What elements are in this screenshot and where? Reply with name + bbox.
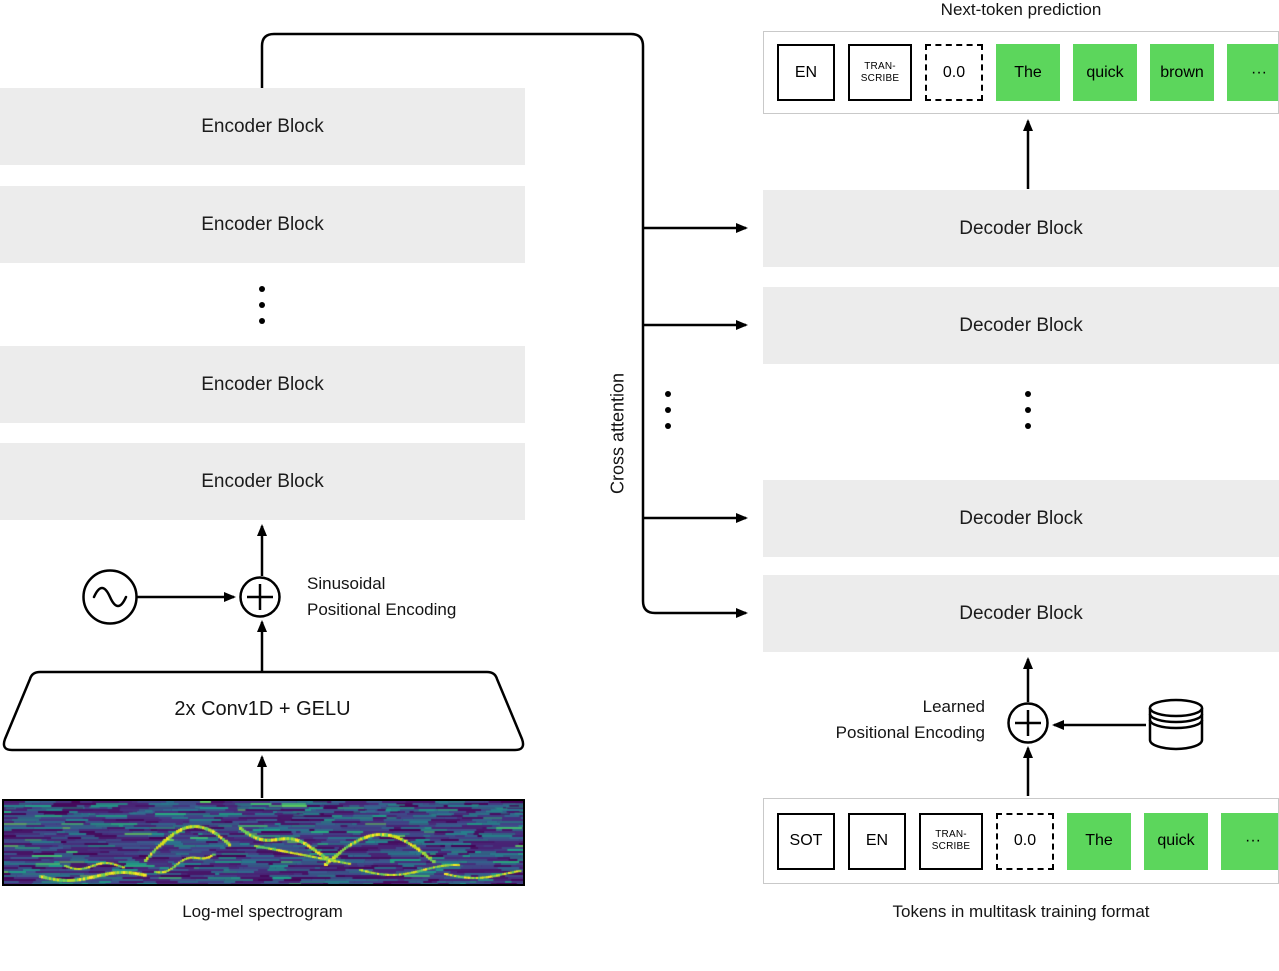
conv-trapezoid (2, 670, 525, 752)
token-word: The (996, 44, 1060, 101)
token-word: brown (1150, 44, 1214, 101)
decoder-block-label: Decoder Block (959, 602, 1083, 624)
encoder-block-label: Encoder Block (201, 373, 324, 395)
embedding-matrix-icon (1148, 698, 1204, 751)
encoder-block-4: Encoder Block (0, 443, 525, 520)
encoder-block-2: Encoder Block (0, 186, 525, 263)
token-language: EN (777, 44, 835, 101)
add-learned-pe-icon (1007, 702, 1049, 744)
token-word: quick (1073, 44, 1137, 101)
token-task-transcribe: TRAN- SCRIBE (848, 44, 912, 101)
cross-attention-label: Cross attention (607, 372, 628, 495)
decoder-block-3: Decoder Block (763, 480, 1279, 557)
decoder-block-label: Decoder Block (959, 314, 1083, 336)
cross-attention-ellipsis-dots (665, 391, 671, 429)
decoder-block-4: Decoder Block (763, 575, 1279, 652)
encoder-block-1: Encoder Block (0, 88, 525, 165)
multitask-tokens-caption: Tokens in multitask training format (892, 902, 1150, 921)
encoder-block-label: Encoder Block (201, 115, 324, 137)
encoder-block-label: Encoder Block (201, 470, 324, 492)
token-language: EN (848, 812, 906, 870)
decoder-block-label: Decoder Block (959, 217, 1083, 239)
encoder-block-3: Encoder Block (0, 346, 525, 423)
conv-gelu-label: 2x Conv1D + GELU (174, 698, 351, 720)
output-token-row: EN TRAN- SCRIBE 0.0 The quick brown ··· (763, 31, 1279, 114)
sinusoidal-pe-label: Sinusoidal Positional Encoding (307, 574, 457, 619)
token-sot: SOT (777, 812, 835, 870)
decoder-block-2: Decoder Block (763, 287, 1279, 364)
token-ellipsis: ··· (1227, 44, 1278, 101)
log-mel-caption: Log-mel spectrogram (182, 902, 343, 921)
token-word: The (1067, 812, 1131, 870)
next-token-prediction-caption: Next-token prediction (940, 0, 1102, 19)
decoder-block-1: Decoder Block (763, 190, 1279, 267)
decoder-block-label: Decoder Block (959, 507, 1083, 529)
token-ellipsis: ··· (1221, 812, 1278, 870)
decoder-ellipsis-dots (1025, 391, 1031, 429)
encoder-ellipsis-dots (259, 286, 265, 324)
token-timestamp: 0.0 (925, 44, 983, 101)
input-token-row: SOT EN TRAN- SCRIBE 0.0 The quick ··· (763, 798, 1279, 884)
encoder-block-label: Encoder Block (201, 213, 324, 235)
learned-pe-label: Learned Positional Encoding (835, 697, 985, 742)
token-task-transcribe: TRAN- SCRIBE (919, 812, 983, 870)
token-word: quick (1144, 812, 1208, 870)
sine-wave-icon (82, 569, 138, 625)
log-mel-spectrogram-image (2, 799, 525, 886)
token-timestamp: 0.0 (996, 812, 1054, 870)
add-sinusoidal-pe-icon (239, 576, 281, 618)
